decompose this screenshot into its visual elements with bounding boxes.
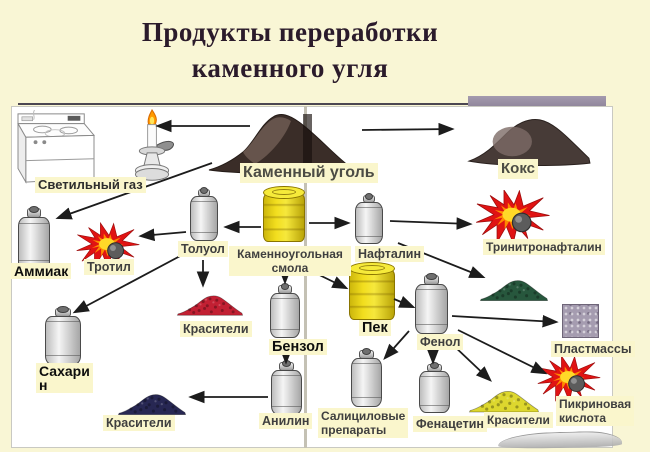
yellow-dye-pile-icon	[469, 391, 539, 413]
naftalin-bottle-icon	[355, 193, 383, 245]
label-fenol: Фенол	[417, 334, 464, 350]
label-ammiak: Аммиак	[11, 263, 72, 279]
fenacetin-bottle-icon	[419, 362, 450, 414]
label-saharin-line2: н	[39, 377, 48, 393]
label-saharin-line1: Сахари	[39, 363, 90, 379]
label-koks: Кокс	[498, 159, 538, 179]
label-saharin: Сахари н	[36, 363, 93, 393]
smola-barrel-icon	[263, 186, 305, 242]
green-dye-pile-icon	[480, 280, 548, 301]
label-kamenny-ugol: Каменный уголь	[240, 163, 378, 183]
label-smola-line2: смола	[271, 261, 309, 275]
label-krasiteli-fenol: Красители	[484, 412, 553, 428]
benzol-bottle-icon	[270, 283, 300, 339]
label-fenacetin: Фенацетин	[413, 416, 487, 432]
title-divider	[18, 103, 470, 105]
label-toluol: Толуол	[178, 241, 228, 257]
label-krasiteli-toluol: Красители	[180, 321, 252, 337]
label-salicilovye-line2: препараты	[321, 423, 387, 437]
label-trotil: Тротил	[84, 259, 134, 275]
label-smola-line1: Каменноугольная	[237, 247, 343, 261]
salicilovye-bottle-icon	[351, 347, 382, 408]
plastic-square-icon	[562, 304, 599, 338]
ammiak-bottle-icon	[18, 205, 50, 272]
page-title-line2: каменного угля	[191, 53, 389, 83]
label-anilin: Анилин	[259, 413, 313, 429]
saharin-bottle-icon	[45, 305, 81, 366]
label-trinitronaftalin: Тринитронафталин	[483, 239, 605, 255]
label-pikrinovaya-line1: Пикриновая	[559, 397, 632, 411]
label-krasiteli-anilin: Красители	[103, 415, 175, 431]
label-benzol: Бензол	[269, 339, 327, 355]
pek-barrel-icon	[349, 262, 395, 320]
label-pikrinovaya-line2: кислота	[559, 411, 607, 425]
label-naftalin: Нафталин	[355, 246, 425, 262]
label-pek: Пек	[359, 320, 391, 336]
label-svetilny-gaz: Светильный газ	[35, 177, 146, 193]
trinitronaftalin-explosion-icon	[475, 190, 551, 244]
label-salicilovye-line1: Салициловые	[321, 409, 406, 423]
navy-dye-pile-icon	[118, 394, 186, 415]
label-kamennougolnaya-smola: Каменноугольная смола	[229, 246, 351, 276]
label-plastmassy: Пластмассы	[551, 341, 635, 357]
page-title: Продукты переработки каменного угля	[0, 14, 580, 86]
coke-pile-icon	[467, 118, 591, 167]
fenol-bottle-icon	[415, 273, 448, 335]
label-pikrinovaya-kislota: Пикриновая кислота	[556, 396, 635, 426]
anilin-bottle-icon	[271, 360, 302, 416]
toluol-bottle-icon	[190, 186, 218, 242]
stove-icon	[17, 110, 96, 184]
label-salicilovye: Салициловые препараты	[318, 408, 409, 438]
page-title-line1: Продукты переработки	[141, 17, 439, 47]
red-dye-pile-icon	[177, 295, 243, 316]
